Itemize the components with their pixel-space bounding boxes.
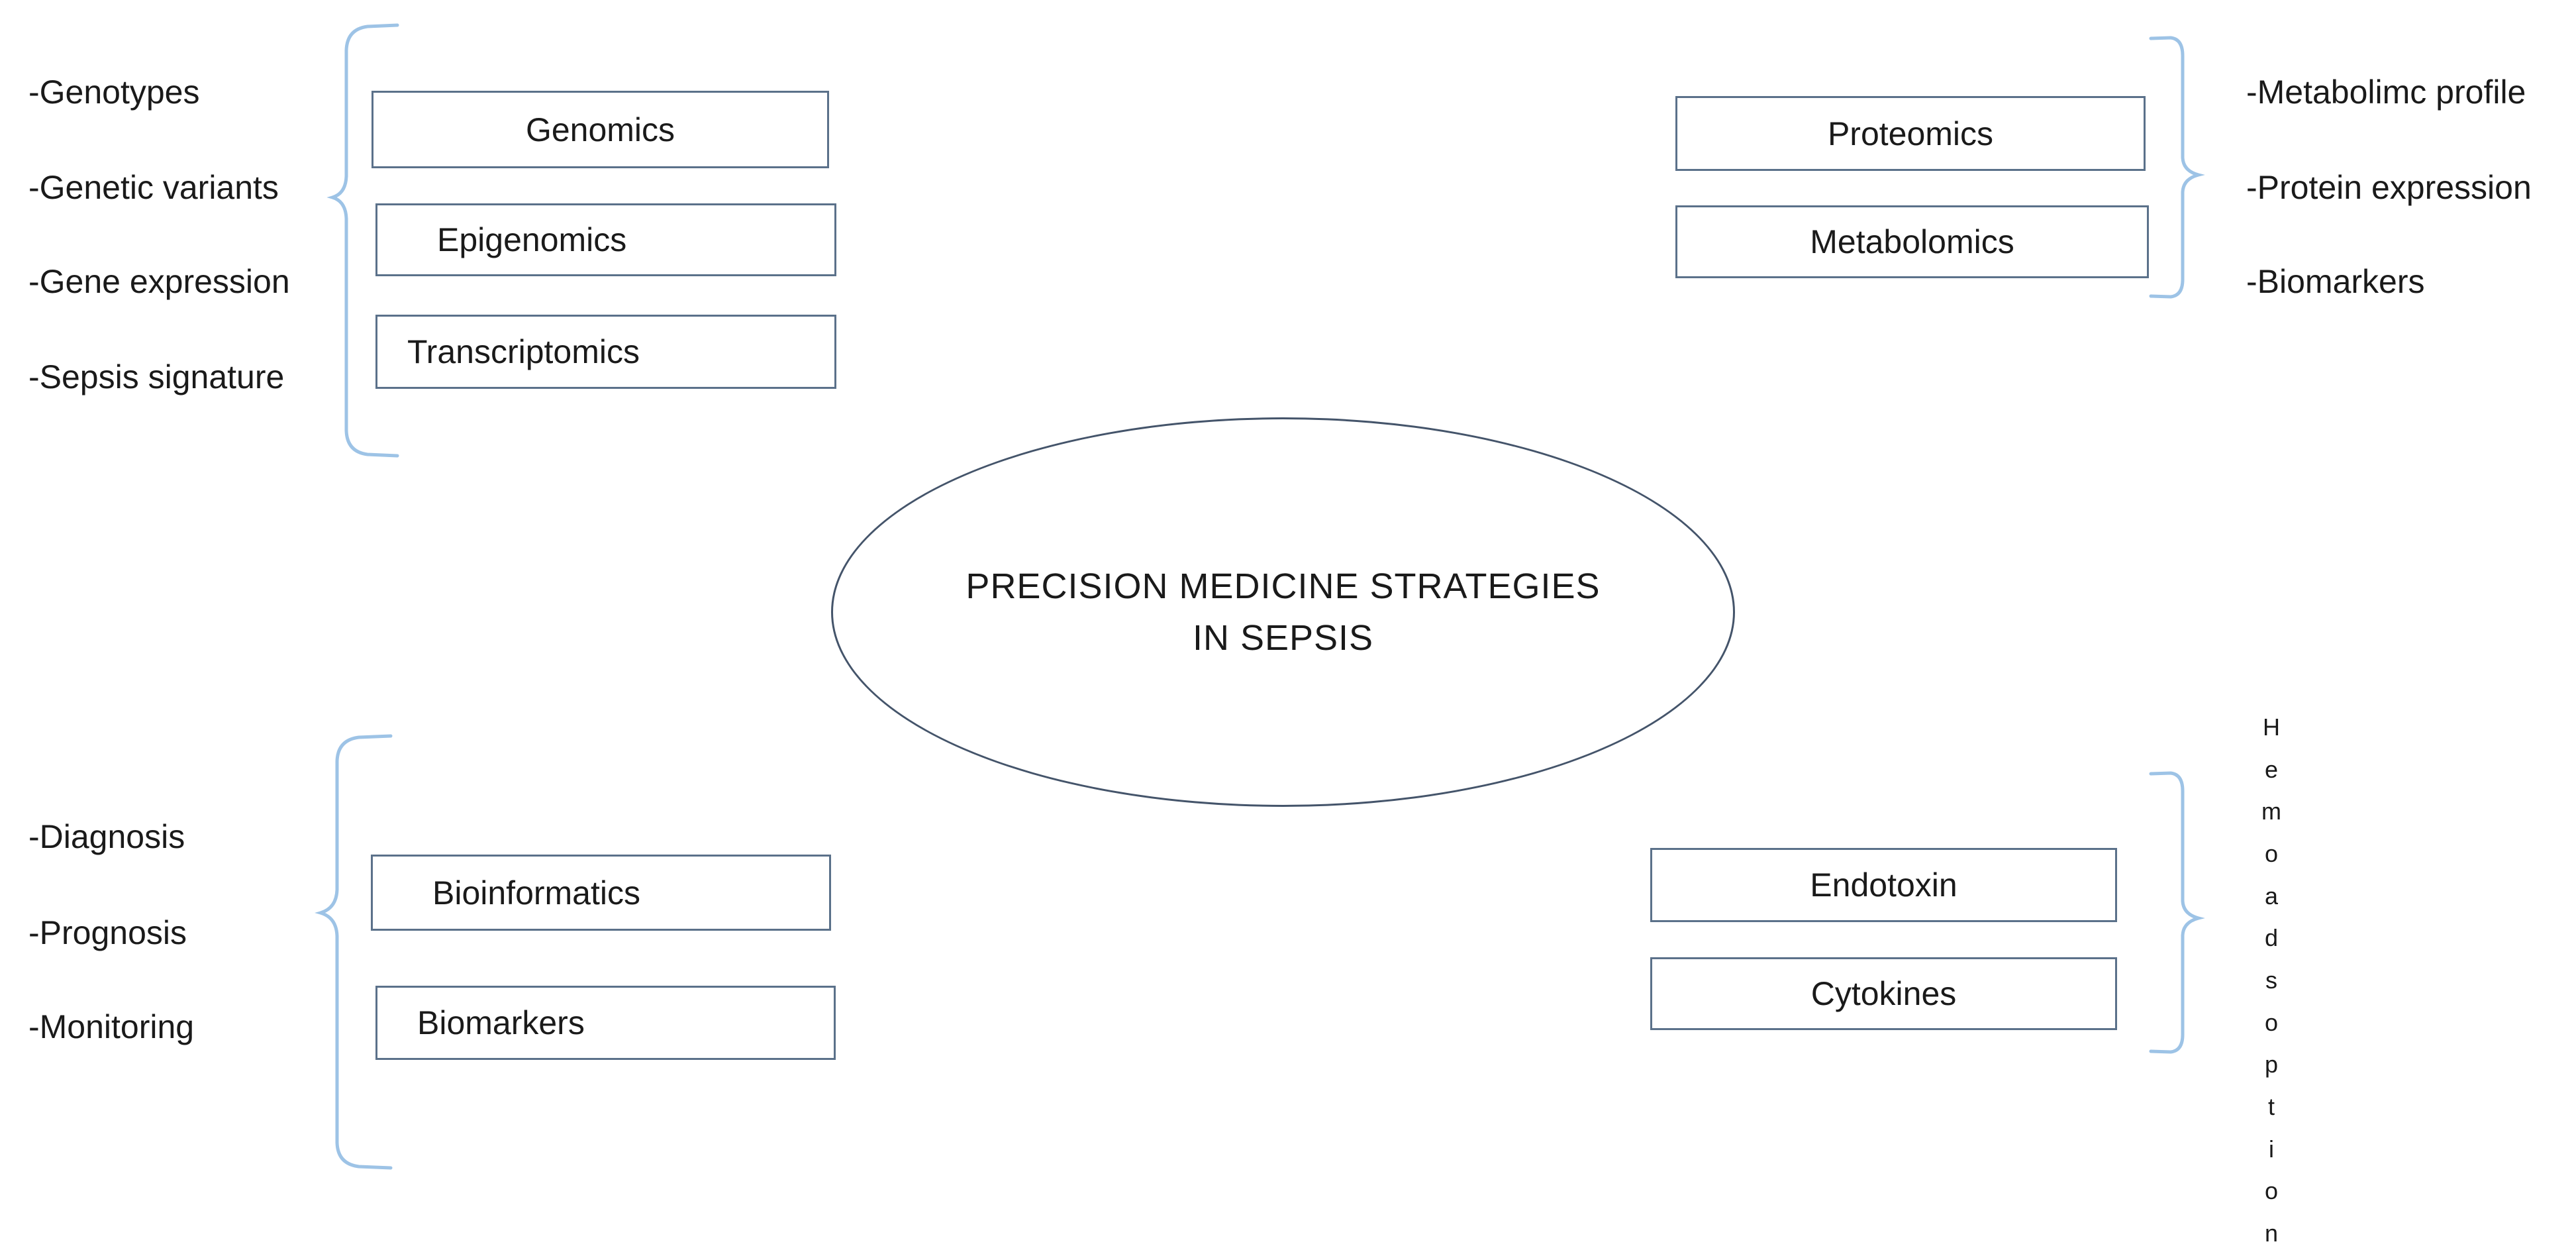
hemoadsoption-letter-5: d (2264, 924, 2279, 952)
hemoadsoption-letter-3: o (2264, 839, 2279, 867)
box-metabolomics-label: Metabolomics (1810, 223, 2014, 260)
box-metabolomics[interactable]: Metabolomics (1675, 205, 2149, 278)
hemoadsoption-letter-10: i (2269, 1135, 2274, 1163)
label-metabolimc-profile: -Metabolimc profile (2246, 74, 2526, 111)
box-genomics-label: Genomics (525, 111, 675, 148)
box-endotoxin[interactable]: Endotoxin (1650, 848, 2117, 922)
label-biomarkers-top: -Biomarkers (2246, 263, 2425, 300)
box-endotoxin-label: Endotoxin (1810, 866, 1957, 904)
hemoadsoption-letter-11: o (2264, 1177, 2279, 1205)
label-gene-expression: -Gene expression (28, 263, 290, 300)
hemoadsoption-letter-1: e (2264, 755, 2279, 783)
hemoadsoption-letter-7: o (2264, 1008, 2279, 1036)
hemoadsoption-letter-12: n (2264, 1219, 2279, 1247)
brace-bottom-left (315, 734, 393, 1170)
box-transcriptomics-label: Transcriptomics (407, 333, 640, 370)
label-genetic-variants: -Genetic variants (28, 169, 279, 206)
label-hemoadsoption-vertical: H e m o a d s o p t i o n (2252, 715, 2291, 1245)
label-sepsis-signature: -Sepsis signature (28, 358, 285, 395)
box-cytokines-label: Cytokines (1810, 975, 1957, 1012)
box-transcriptomics[interactable]: Transcriptomics (375, 315, 836, 389)
box-biomarkers-label: Biomarkers (417, 1004, 585, 1041)
brace-top-left (326, 23, 399, 458)
brace-top-right (2149, 36, 2205, 299)
label-diagnosis: -Diagnosis (28, 818, 185, 855)
label-protein-expression: -Protein expression (2246, 169, 2532, 206)
hemoadsoption-letter-2: m (2261, 798, 2281, 825)
box-cytokines[interactable]: Cytokines (1650, 957, 2117, 1030)
hemoadsoption-letter-0: H (2263, 713, 2280, 741)
hemoadsoption-letter-8: p (2264, 1051, 2279, 1078)
box-proteomics-label: Proteomics (1827, 115, 1994, 152)
box-epigenomics-label: Epigenomics (437, 221, 627, 258)
box-epigenomics[interactable]: Epigenomics (375, 203, 836, 276)
label-genotypes: -Genotypes (28, 74, 200, 111)
brace-bottom-right (2149, 771, 2205, 1054)
box-biomarkers[interactable]: Biomarkers (375, 986, 836, 1060)
box-bioinformatics-label: Bioinformatics (432, 874, 640, 912)
center-node-label: PRECISION MEDICINE STRATEGIES IN SEPSIS (966, 566, 1601, 658)
label-prognosis: -Prognosis (28, 914, 187, 951)
hemoadsoption-letter-9: t (2267, 1092, 2275, 1120)
label-monitoring: -Monitoring (28, 1008, 195, 1045)
box-proteomics[interactable]: Proteomics (1675, 96, 2146, 171)
hemoadsoption-letter-4: a (2264, 882, 2279, 910)
center-node[interactable]: PRECISION MEDICINE STRATEGIES IN SEPSIS (831, 417, 1735, 807)
hemoadsoption-letter-6: s (2265, 966, 2277, 994)
box-bioinformatics[interactable]: Bioinformatics (371, 855, 831, 931)
box-genomics[interactable]: Genomics (372, 91, 829, 168)
